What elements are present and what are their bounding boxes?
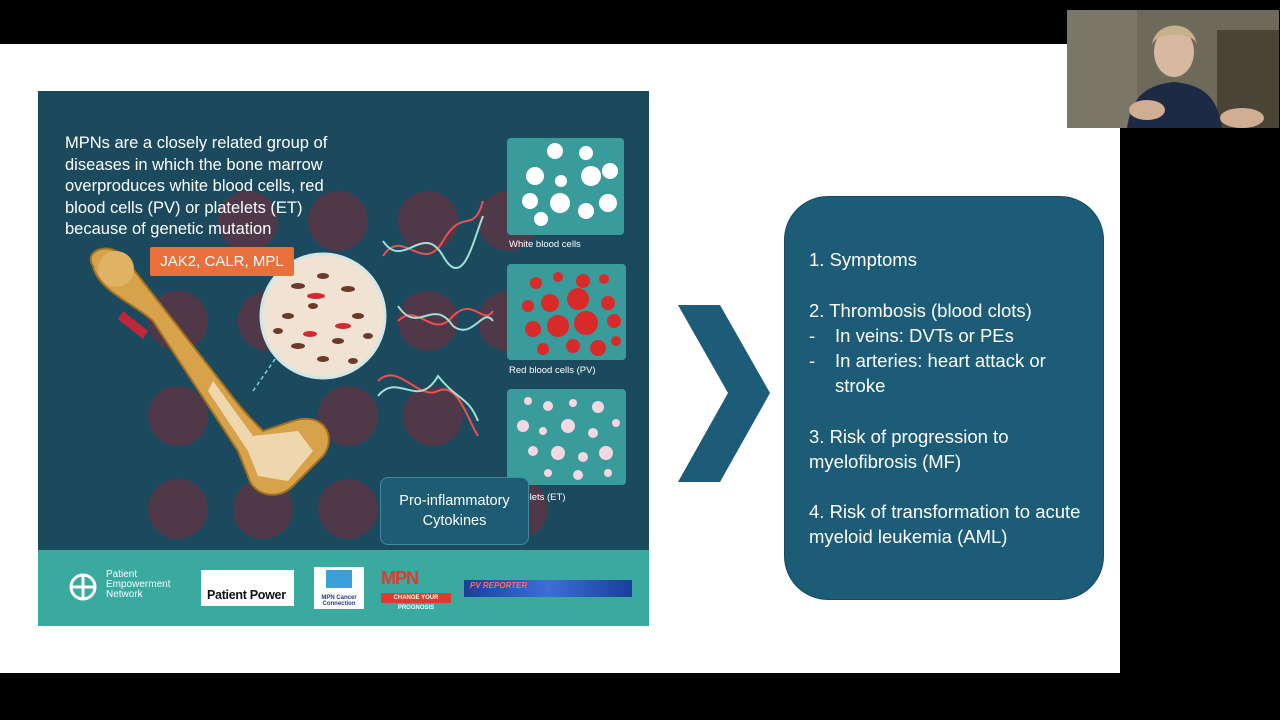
veins-text: In veins: DVTs or PEs	[835, 325, 1014, 346]
mpn-cancer-connection-logo: MPN Cancer Connection	[314, 567, 364, 609]
white-cells-label: White blood cells	[509, 239, 581, 250]
chevron-right-icon	[678, 305, 770, 482]
mpn-logo-text: MPN	[381, 568, 419, 588]
mpn-consequences-box: 1. Symptoms 2. Thrombosis (blood clots) …	[784, 196, 1104, 600]
mpn-research-logo: MPN CHANGE YOUR PROGNOSIS	[381, 568, 451, 611]
mpnc-emblem	[326, 570, 352, 588]
dna-strands	[377, 200, 494, 437]
patient-power-text: Patient Power	[207, 588, 286, 602]
cytokines-label: Pro-inflammatory Cytokines	[380, 477, 529, 545]
platelets-label: platelets (ET)	[509, 492, 566, 503]
pen-logo-text: Patient Empowerment Network	[106, 569, 171, 600]
red-cells-label: Red blood cells (PV)	[509, 365, 596, 376]
pv-reporter-logo: PV REPORTER	[464, 580, 632, 597]
arteries-text: In arteries: heart attack or stroke	[835, 350, 1046, 396]
marrow-magnified	[259, 252, 387, 380]
presenter-webcam-video[interactable]	[1067, 10, 1279, 128]
mpn-infographic: MPNs are a closely related group of dise…	[38, 91, 649, 626]
item-aml-transformation: 4. Risk of transformation to acute myelo…	[809, 501, 1081, 547]
bone-illustration	[89, 247, 330, 496]
item-thrombosis: 2. Thrombosis (blood clots)	[809, 300, 1032, 321]
patient-power-logo: Patient Power	[201, 570, 294, 606]
presenter-image	[1067, 10, 1279, 128]
item-mf-progression: 3. Risk of progression to myelofibrosis …	[809, 426, 1009, 472]
bullet-dash: -	[809, 350, 816, 371]
patient-empowerment-network-logo: Patient Empowerment Network	[64, 568, 194, 608]
mpn-logo-tagline: CHANGE YOUR PROGNOSIS	[381, 593, 451, 611]
infographic-illustration	[89, 138, 626, 539]
item-symptoms: 1. Symptoms	[809, 249, 917, 270]
gene-mutation-tag: JAK2, CALR, MPL	[150, 247, 294, 276]
pen-emblem-icon	[69, 573, 97, 601]
mpn-definition-text: MPNs are a closely related group of dise…	[65, 134, 328, 238]
bullet-dash: -	[809, 325, 816, 346]
mpnc-text: MPN Cancer Connection	[321, 595, 357, 607]
sponsor-logo-bar: Patient Empowerment Network Patient Powe…	[38, 550, 649, 626]
pv-reporter-text: PV REPORTER	[470, 581, 528, 590]
